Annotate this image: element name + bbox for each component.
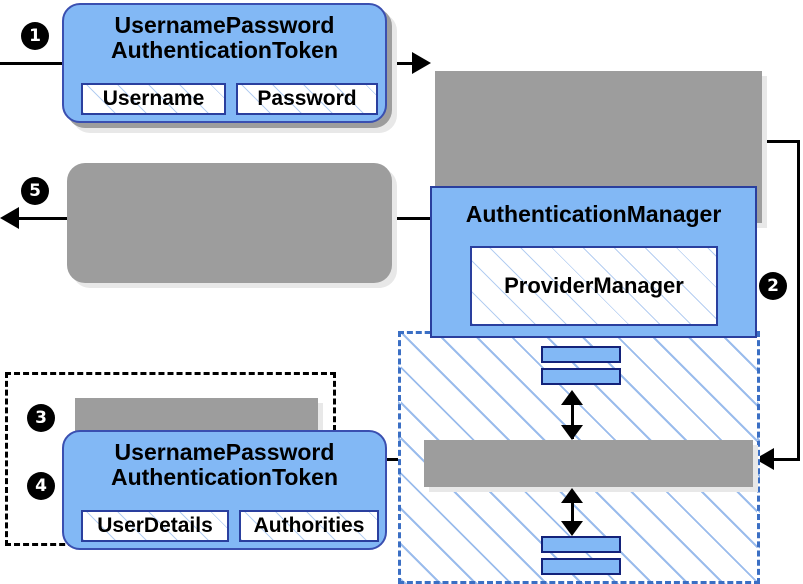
request-token-title: UsernamePassword AuthenticationToken bbox=[64, 5, 385, 63]
response-token-shadow bbox=[62, 158, 397, 288]
response-token-title-line2: AuthenticationToken bbox=[110, 463, 338, 490]
request-token-box[interactable]: UsernamePassword AuthenticationToken Use… bbox=[62, 3, 387, 123]
authentication-manager-box[interactable]: AuthenticationManager ProviderManager bbox=[430, 186, 757, 338]
connector-manager-to-response bbox=[386, 217, 432, 220]
connector-response-out bbox=[18, 217, 73, 220]
provider-placeholder-bar-top-2[interactable] bbox=[541, 368, 621, 385]
arrow-response-out bbox=[0, 207, 19, 229]
connector-into-dao bbox=[772, 458, 800, 461]
arrow-dao-down bbox=[561, 521, 583, 536]
provider-placeholder-bar-bottom-1[interactable] bbox=[541, 536, 621, 553]
provider-placeholder-bar-bottom-2[interactable] bbox=[541, 558, 621, 575]
request-token-title-line2: AuthenticationToken bbox=[110, 36, 338, 63]
response-token-field-userdetails[interactable]: UserDetails bbox=[81, 510, 229, 542]
arrow-dao-up-down bbox=[561, 425, 583, 440]
request-token-field-password[interactable]: Password bbox=[236, 83, 378, 115]
connector-dao-down bbox=[571, 495, 574, 533]
arrow-dao-down-up bbox=[561, 488, 583, 503]
step-badge-3: 3 bbox=[28, 405, 54, 431]
provider-manager-box[interactable]: ProviderManager bbox=[470, 246, 718, 326]
response-token-title-line1: UsernamePassword bbox=[114, 439, 335, 465]
response-token-title: UsernamePassword AuthenticationToken bbox=[64, 432, 385, 490]
step-badge-5: 5 bbox=[22, 178, 48, 204]
connector-dao-up bbox=[571, 397, 574, 439]
authentication-manager-title: AuthenticationManager bbox=[465, 201, 722, 227]
step-badge-1: 1 bbox=[22, 23, 48, 49]
connector-manager-right bbox=[757, 140, 800, 143]
connector-request-in bbox=[0, 62, 70, 65]
response-token-box[interactable]: UsernamePassword AuthenticationToken Use… bbox=[62, 430, 387, 550]
connector-token-to-manager bbox=[386, 62, 426, 65]
arrow-token-to-manager bbox=[412, 52, 431, 74]
provider-placeholder-bar-top-1[interactable] bbox=[541, 346, 621, 363]
request-token-field-username[interactable]: Username bbox=[81, 83, 226, 115]
step-badge-4: 4 bbox=[28, 473, 54, 499]
dao-provider-shadow bbox=[419, 435, 758, 492]
arrow-dao-up bbox=[561, 390, 583, 405]
step-badge-2: 2 bbox=[760, 273, 786, 299]
request-token-title-line1: UsernamePassword bbox=[114, 12, 335, 38]
response-token-field-authorities[interactable]: Authorities bbox=[239, 510, 379, 542]
connector-manager-down bbox=[797, 140, 800, 460]
